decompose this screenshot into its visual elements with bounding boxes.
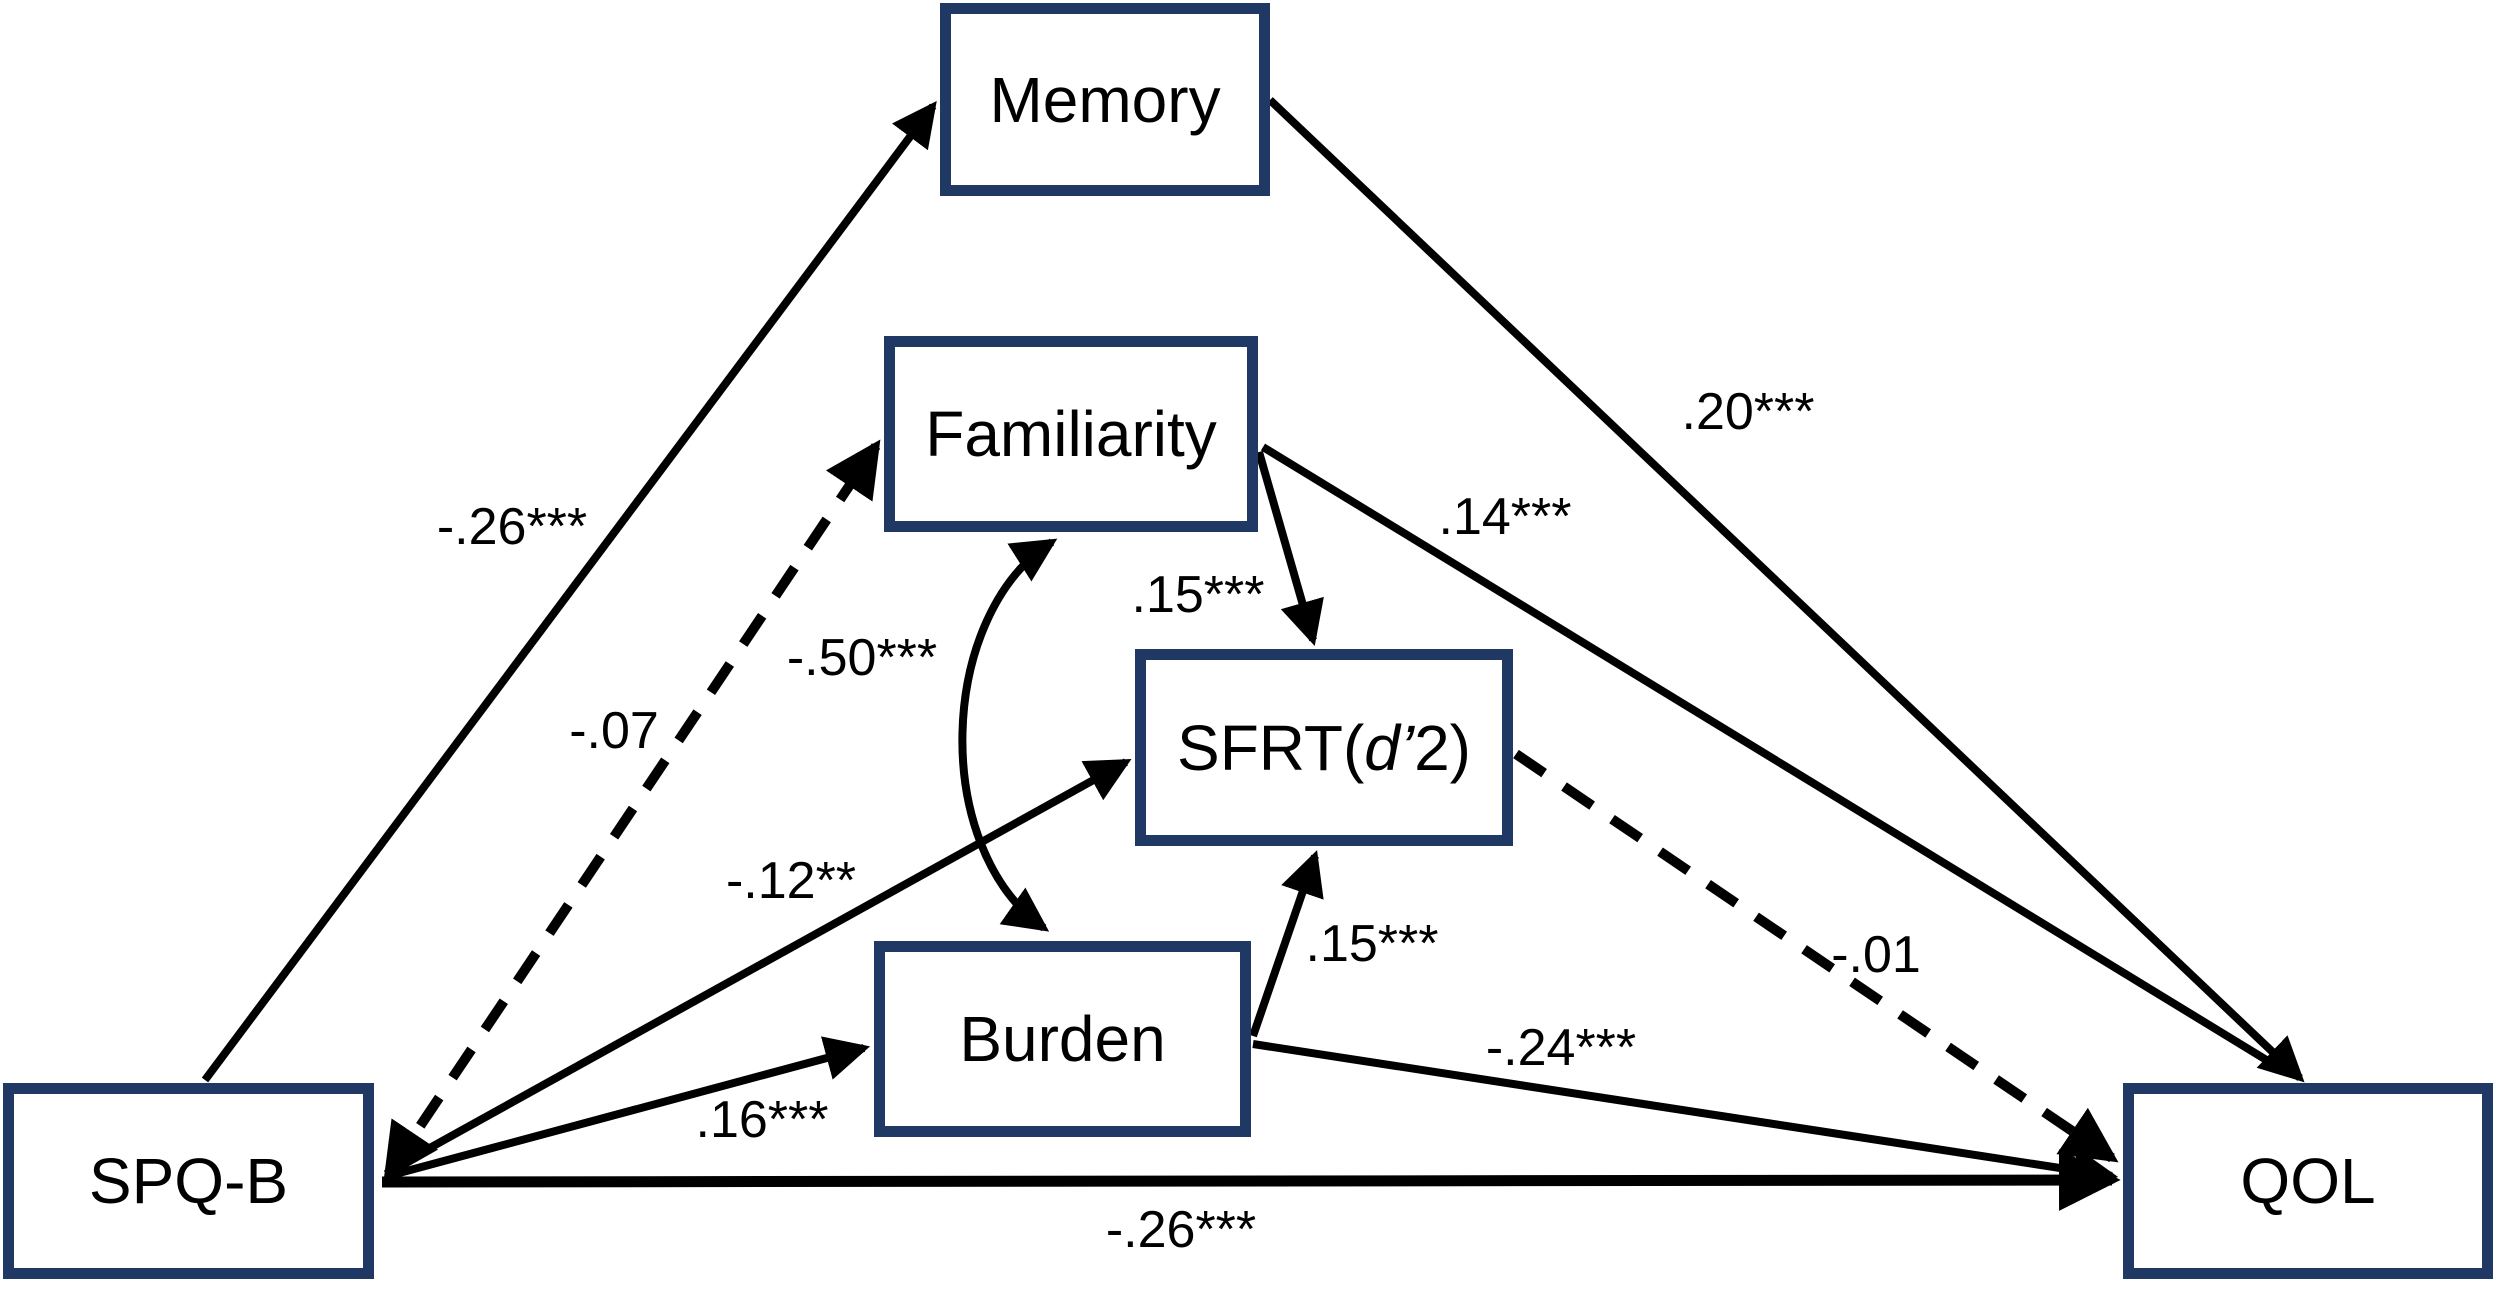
node-sfrt-label-prefix: SFRT( bbox=[1177, 711, 1365, 784]
coef-spqb-burden: .16*** bbox=[695, 1091, 829, 1149]
coef-burden-sfrt: .15*** bbox=[1305, 915, 1439, 973]
node-sfrt-label-italic: d’ bbox=[1364, 711, 1415, 784]
arrow-spqb-sfrt bbox=[388, 758, 1132, 1174]
node-sfrt-label: SFRT(d’2) bbox=[1177, 711, 1471, 785]
coef-spqb-memory: -.26*** bbox=[436, 498, 588, 556]
node-burden-label: Burden bbox=[959, 1003, 1166, 1075]
coef-memory-qol: .20*** bbox=[1681, 383, 1815, 441]
node-spqb-label: SPQ-B bbox=[88, 1145, 289, 1217]
coef-familiarity-sfrt: .15*** bbox=[1131, 566, 1265, 624]
coef-spqb-familiarity: -.07 bbox=[569, 702, 659, 760]
node-sfrt: SFRT(d’2) bbox=[1135, 649, 1513, 846]
coef-familiarity-qol: .14*** bbox=[1438, 488, 1572, 546]
coef-spqb-qol: -.26*** bbox=[1105, 1201, 1257, 1259]
node-memory-label: Memory bbox=[989, 63, 1221, 136]
coef-familiarity-burden: -.50*** bbox=[786, 629, 938, 687]
coef-burden-qol: -.24*** bbox=[1485, 1019, 1637, 1077]
arrow-sfrt-qol-dashed bbox=[1513, 749, 2119, 1163]
node-qol: QOL bbox=[2123, 1083, 2493, 1279]
coef-sfrt-qol: -.01 bbox=[1831, 926, 1921, 984]
node-familiarity-label: Familiarity bbox=[925, 398, 1217, 470]
node-sfrt-label-suffix: 2) bbox=[1414, 711, 1471, 784]
arrow-burden-qol bbox=[1252, 1040, 2119, 1193]
arrow-spqb-familiarity-dashed bbox=[383, 439, 881, 1181]
node-qol-label: QOL bbox=[2240, 1145, 2376, 1217]
arrow-burden-sfrt bbox=[1249, 850, 1324, 1038]
arrow-familiarity-burden-curve bbox=[958, 538, 1058, 932]
arrow-spqb-qol bbox=[381, 1149, 2121, 1211]
arrow-familiarity-qol bbox=[1260, 443, 2289, 1076]
arrow-memory-qol bbox=[1267, 97, 2305, 1083]
node-spqb: SPQ-B bbox=[3, 1083, 374, 1279]
node-familiarity: Familiarity bbox=[884, 336, 1258, 532]
arrow-spqb-burden bbox=[386, 1036, 871, 1180]
coef-spqb-sfrt: -.12** bbox=[725, 852, 857, 910]
node-burden: Burden bbox=[874, 941, 1251, 1137]
arrow-familiarity-sfrt bbox=[1255, 450, 1324, 647]
node-memory: Memory bbox=[940, 3, 1270, 196]
